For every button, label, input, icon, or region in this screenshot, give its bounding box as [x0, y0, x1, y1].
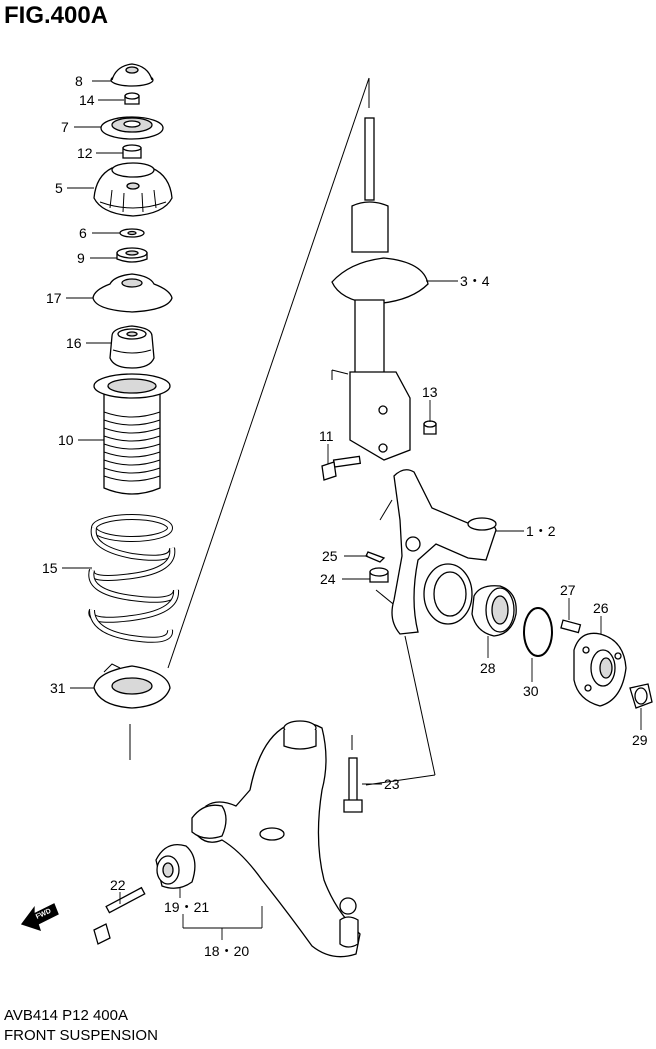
- callout-7: 7: [61, 119, 69, 135]
- part-26-hub: [573, 632, 627, 707]
- callout-19-21: 19・21: [164, 899, 209, 915]
- leader-lines: [62, 80, 642, 940]
- callout-27: 27: [560, 582, 576, 598]
- part-12-nut: [122, 144, 142, 159]
- part-15-coil-spring: [88, 514, 180, 643]
- part-6-washer: [119, 228, 145, 238]
- part-29-nut: [629, 683, 653, 709]
- part-19-21-bushing: [155, 843, 196, 889]
- part-31-lower-seat: [93, 663, 171, 709]
- part-17-seat: [92, 273, 173, 313]
- part-23-bolt: [343, 757, 363, 813]
- part-22-bolt: [93, 886, 146, 945]
- part-5-mount: [93, 162, 173, 217]
- part-3-4-strut: [331, 117, 429, 461]
- callout-25: 25: [322, 548, 338, 564]
- callout-11: 11: [319, 428, 334, 444]
- construction-lines: [129, 77, 436, 786]
- callout-22: 22: [110, 877, 126, 893]
- part-28-bearing: [471, 585, 517, 637]
- part-8-cap: [110, 63, 154, 87]
- callout-18-20: 18・20: [204, 943, 249, 959]
- figure-title: FIG.400A: [4, 2, 109, 29]
- callout-6: 6: [79, 225, 87, 241]
- figure-name: FRONT SUSPENSION: [4, 1027, 158, 1044]
- part-14-nut: [124, 92, 140, 105]
- part-18-20-lower-arm: [191, 720, 361, 958]
- part-9-bearing: [116, 247, 148, 263]
- part-30-circlip: [523, 607, 553, 657]
- callout-9: 9: [77, 250, 85, 266]
- part-25-clip: [365, 551, 386, 563]
- part-13-nut: [423, 420, 437, 435]
- callout-3-4: 3・4: [460, 273, 490, 289]
- callout-5: 5: [55, 180, 63, 196]
- callout-17: 17: [46, 290, 62, 306]
- callout-1-2: 1・2: [526, 523, 556, 539]
- callout-16: 16: [66, 335, 82, 351]
- callout-23: 23: [384, 776, 400, 792]
- part-16-bump-stopper: [109, 325, 155, 369]
- callout-13: 13: [422, 384, 438, 400]
- part-24-nut: [369, 567, 389, 583]
- part-10-dust-boot: [93, 373, 171, 495]
- callout-24: 24: [320, 571, 336, 587]
- callout-labels: 8 14 7 12 5 6 9 17 16 10 15 31 3・4 13 11…: [42, 73, 648, 959]
- callout-15: 15: [42, 560, 58, 576]
- callout-31: 31: [50, 680, 66, 696]
- fwd-arrow-icon: FWD: [20, 903, 59, 932]
- callout-8: 8: [75, 73, 83, 89]
- part-1-2-knuckle: [391, 469, 497, 635]
- callout-10: 10: [58, 432, 74, 448]
- callout-12: 12: [77, 145, 93, 161]
- callout-26: 26: [593, 600, 609, 616]
- part-27-stud: [560, 619, 582, 634]
- figure-code: AVB414 P12 400A: [4, 1007, 128, 1024]
- callout-29: 29: [632, 732, 648, 748]
- callout-14: 14: [79, 92, 95, 108]
- part-7-plate: [100, 116, 164, 140]
- callout-28: 28: [480, 660, 496, 676]
- callout-30: 30: [523, 683, 539, 699]
- part-11-bolt: [321, 455, 362, 481]
